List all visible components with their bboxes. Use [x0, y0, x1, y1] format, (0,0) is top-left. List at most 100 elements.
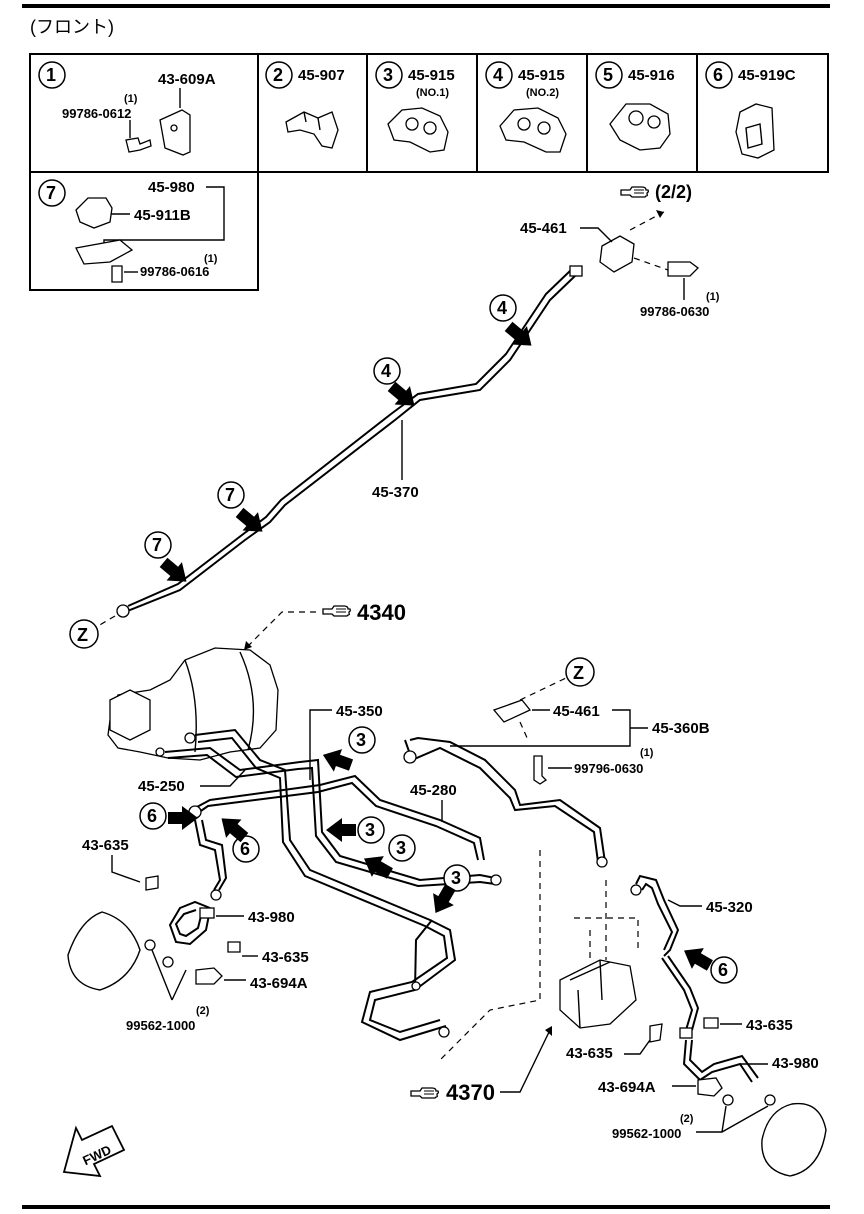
- svg-text:Z: Z: [77, 625, 88, 645]
- svg-text:Z: Z: [573, 663, 584, 683]
- fastener-99786-0616: 99786-0616: [140, 264, 209, 279]
- svg-text:1: 1: [46, 65, 56, 85]
- svg-text:4340: 4340: [357, 600, 406, 625]
- svg-text:7: 7: [152, 535, 162, 555]
- legend-table: [29, 53, 829, 291]
- clamp-no2-icon: [499, 107, 567, 153]
- label-43-635-c: 43-635: [746, 1017, 793, 1034]
- label-45-350: 45-350: [336, 703, 383, 720]
- legend-item-2: 2 45-907: [265, 61, 345, 149]
- top-rule: [22, 4, 830, 8]
- svg-text:(1): (1): [706, 291, 720, 303]
- svg-text:(2): (2): [680, 1113, 694, 1125]
- callouts-upper: 4 4 7 7: [144, 294, 540, 591]
- bolt-43-694A-a-icon: [195, 967, 223, 985]
- legend-item-4: 4 45-915 (NO.2): [485, 61, 567, 153]
- label-99562-1000-a: 99562-1000: [126, 1018, 195, 1033]
- svg-text:4: 4: [493, 65, 503, 85]
- part-43-609A: 43-609A: [158, 71, 216, 88]
- legend-item-3: 3 45-915 (NO.1): [375, 61, 455, 153]
- svg-text:4: 4: [497, 298, 507, 318]
- bracket-icon: [159, 109, 191, 156]
- label-43-635-a: 43-635: [82, 837, 129, 854]
- callouts-middle: 3 6 6 3 3 3 6: [139, 726, 738, 984]
- mount-45-461-mid: [492, 699, 532, 723]
- svg-text:6: 6: [713, 65, 723, 85]
- svg-text:(1): (1): [204, 253, 218, 265]
- part-45-915-no2: 45-915: [518, 67, 565, 84]
- front-left-hose: 43-635 43-980 43-635 43-694A (2) 99562-1…: [67, 837, 309, 1033]
- bolt-0616-icon: [111, 265, 123, 283]
- svg-text:3: 3: [451, 868, 461, 888]
- svg-text:(2): (2): [196, 1005, 210, 1017]
- clip-icon: [285, 111, 339, 149]
- part-45-915-no1: 45-915: [408, 67, 455, 84]
- ref-2-2: (2/2): [655, 182, 692, 202]
- svg-text:(1): (1): [640, 747, 654, 759]
- svg-text:7: 7: [46, 183, 56, 203]
- clip-43-635-c-icon: [703, 1017, 719, 1029]
- part-45-919C: 45-919C: [738, 67, 796, 84]
- label-43-980-b: 43-980: [772, 1055, 819, 1072]
- svg-text:6: 6: [718, 960, 728, 980]
- hydraulic-unit: 4370: [410, 850, 639, 1105]
- label-45-370: 45-370: [372, 484, 419, 501]
- label-43-694A-b: 43-694A: [598, 1079, 656, 1096]
- bolt-99796-icon: [533, 755, 548, 785]
- mount-45-461-top: 45-461 (2/2) (1) 99786-0630: [520, 182, 720, 319]
- label-99786-0630: 99786-0630: [640, 304, 709, 319]
- part-45-916: 45-916: [628, 67, 675, 84]
- brake-booster: [107, 647, 279, 761]
- ref-4370: 4370: [446, 1080, 495, 1105]
- svg-text:4: 4: [381, 361, 391, 381]
- fwd-arrow: FWD: [62, 1124, 126, 1178]
- clip-43-635-d-icon: [649, 1023, 663, 1043]
- label-99796-0630: 99796-0630: [574, 761, 643, 776]
- svg-text:7: 7: [225, 485, 235, 505]
- left-caliper-icon: [67, 911, 141, 991]
- svg-text:6: 6: [147, 806, 157, 826]
- part-45-911B: 45-911B: [134, 207, 191, 224]
- svg-text:(NO.1): (NO.1): [416, 87, 449, 99]
- label-43-980-a: 43-980: [248, 909, 295, 926]
- label-45-280: 45-280: [410, 782, 457, 799]
- label-99562-1000-b: 99562-1000: [612, 1126, 681, 1141]
- bracket-45-980-icon: [75, 239, 134, 265]
- labels-middle: 45-350 45-250 45-280 45-461 45-360B Z (1…: [138, 657, 710, 822]
- label-45-360B: 45-360B: [652, 720, 710, 737]
- svg-text:2: 2: [273, 65, 283, 85]
- clip-43-635-b-icon: [227, 941, 241, 953]
- bottom-rule: [22, 1205, 830, 1209]
- svg-text:3: 3: [365, 820, 375, 840]
- clamp-no1-icon: [387, 107, 449, 153]
- ref-z-mid: [565, 657, 595, 687]
- bolt-43-694A-b-icon: [697, 1077, 723, 1097]
- bolt-0630-icon: [667, 261, 699, 277]
- svg-text:(NO.2): (NO.2): [526, 87, 559, 99]
- label-43-635-b: 43-635: [262, 949, 309, 966]
- legend-item-1: 1 43-609A (1) 99786-0612: [38, 61, 216, 156]
- front-right-hose: 45-320 43-635 43-635 43-980 43-694A (2) …: [566, 874, 827, 1177]
- clip-43-635-a-icon: [145, 875, 159, 891]
- label-45-320: 45-320: [706, 899, 753, 916]
- label-45-250: 45-250: [138, 778, 185, 795]
- svg-text:(1): (1): [124, 93, 138, 105]
- legend-item-6: 6 45-919C: [705, 61, 796, 159]
- svg-text:3: 3: [356, 730, 366, 750]
- svg-text:6: 6: [240, 839, 250, 859]
- svg-text:45-461: 45-461: [520, 220, 567, 237]
- clip-45-919C-icon: [735, 103, 775, 159]
- legend-item-5: 5 45-916: [595, 61, 675, 151]
- part-45-980: 45-980: [148, 179, 195, 196]
- svg-text:3: 3: [383, 65, 393, 85]
- page-title: (フロント): [30, 17, 114, 37]
- grommet-icon: [75, 197, 113, 229]
- label-45-461-mid: 45-461: [553, 703, 600, 720]
- svg-text:3: 3: [396, 838, 406, 858]
- label-43-635-d: 43-635: [566, 1045, 613, 1062]
- svg-text:5: 5: [603, 65, 613, 85]
- legend-item-7: 7 45-980 45-911B (1) 99786-0616: [38, 179, 225, 283]
- part-45-907: 45-907: [298, 67, 345, 84]
- clip-45-916-icon: [609, 103, 671, 151]
